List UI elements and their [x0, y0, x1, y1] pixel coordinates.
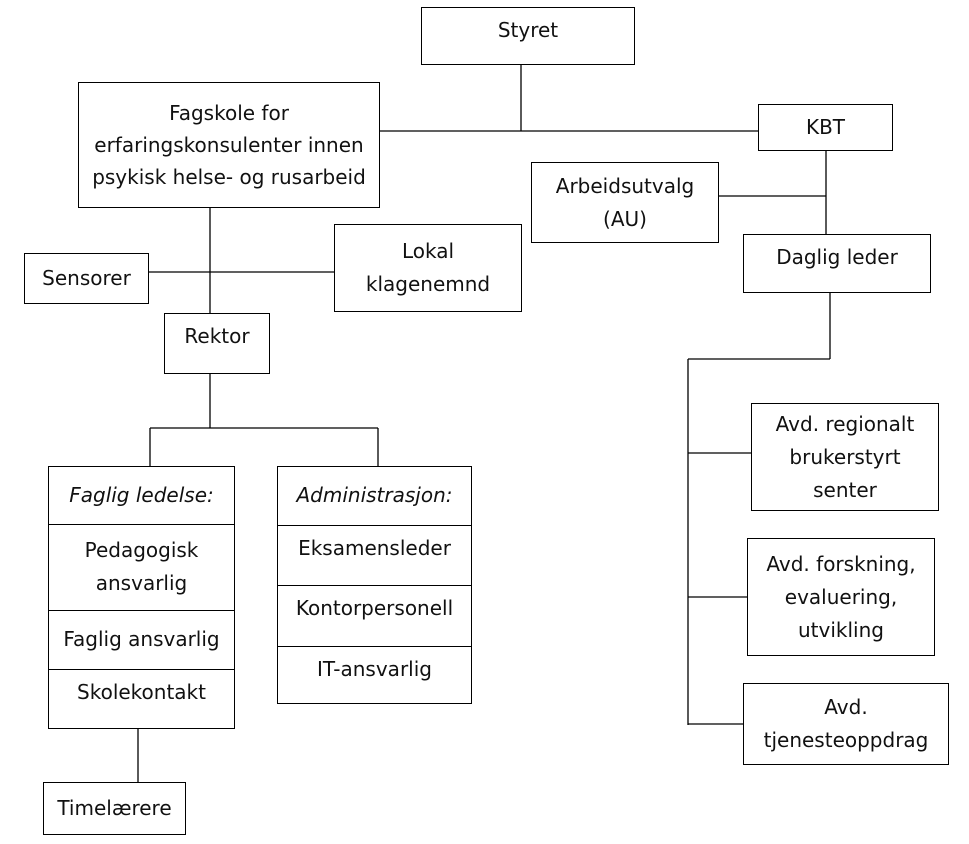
- faglig-item-skolekontakt-label: Skolekontakt: [77, 680, 206, 704]
- faglig-item-faglig-ansvarlig-label: Faglig ansvarlig: [63, 626, 220, 651]
- node-lokal-klagenemnd: Lokal klagenemnd: [334, 224, 522, 312]
- faglig-divider: [49, 610, 234, 611]
- admin-divider: [278, 525, 471, 526]
- node-arbeidsutvalg-label: Arbeidsutvalg (AU): [555, 173, 695, 231]
- node-lokal-klagenemnd-label: Lokal klagenemnd: [365, 239, 491, 296]
- faglig-ledelse-header-label: Faglig ledelse:: [69, 482, 214, 507]
- group-faglig-ledelse: Faglig ledelse: Pedagogisk ansvarlig Fag…: [48, 466, 235, 729]
- faglig-item-skolekontakt: Skolekontakt: [49, 670, 234, 715]
- node-fagskole-label: Fagskole for erfaringskonsulenter innen …: [92, 101, 366, 189]
- administrasjon-header: Administrasjon:: [278, 467, 471, 523]
- node-timelaerere-label: Timelærere: [57, 796, 172, 820]
- admin-item-it-ansvarlig-label: IT-ansvarlig: [317, 657, 432, 681]
- admin-divider: [278, 646, 471, 647]
- faglig-item-pedagogisk: Pedagogisk ansvarlig: [49, 525, 234, 609]
- node-kbt: KBT: [758, 104, 893, 151]
- admin-divider: [278, 585, 471, 586]
- group-administrasjon: Administrasjon: Eksamensleder Kontorpers…: [277, 466, 472, 704]
- node-rektor-label: Rektor: [184, 324, 250, 348]
- node-avd-regionalt-label: Avd. regionalt brukerstyrt senter: [775, 411, 915, 502]
- faglig-divider: [49, 669, 234, 670]
- node-avd-tjenesteoppdrag: Avd. tjenesteoppdrag: [743, 683, 949, 765]
- faglig-item-faglig-ansvarlig: Faglig ansvarlig: [49, 611, 234, 667]
- node-styret-label: Styret: [497, 18, 559, 42]
- admin-item-it-ansvarlig: IT-ansvarlig: [278, 647, 471, 692]
- node-rektor: Rektor: [164, 313, 270, 374]
- node-avd-tjenesteoppdrag-label: Avd. tjenesteoppdrag: [763, 695, 929, 752]
- node-daglig-leder: Daglig leder: [743, 234, 931, 293]
- node-daglig-leder-label: Daglig leder: [776, 245, 898, 269]
- node-kbt-label: KBT: [805, 115, 846, 139]
- node-timelaerere: Timelærere: [43, 782, 186, 835]
- faglig-item-pedagogisk-label: Pedagogisk ansvarlig: [84, 538, 199, 595]
- admin-item-kontorpersonell-label: Kontorpersonell: [295, 596, 454, 620]
- node-avd-regionalt: Avd. regionalt brukerstyrt senter: [751, 403, 939, 511]
- node-avd-forskning-label: Avd. forskning, evaluering, utvikling: [766, 551, 916, 642]
- admin-item-eksamensleder-label: Eksamensleder: [298, 536, 451, 560]
- faglig-divider: [49, 524, 234, 525]
- administrasjon-header-label: Administrasjon:: [296, 482, 453, 507]
- node-sensorer: Sensorer: [24, 253, 149, 304]
- node-sensorer-label: Sensorer: [42, 266, 131, 290]
- node-avd-forskning: Avd. forskning, evaluering, utvikling: [747, 538, 935, 656]
- admin-item-kontorpersonell: Kontorpersonell: [278, 586, 471, 631]
- admin-item-eksamensleder: Eksamensleder: [278, 526, 471, 571]
- node-arbeidsutvalg: Arbeidsutvalg (AU): [531, 162, 719, 243]
- faglig-ledelse-header: Faglig ledelse:: [49, 467, 234, 523]
- node-fagskole: Fagskole for erfaringskonsulenter innen …: [78, 82, 380, 208]
- node-styret: Styret: [421, 7, 635, 65]
